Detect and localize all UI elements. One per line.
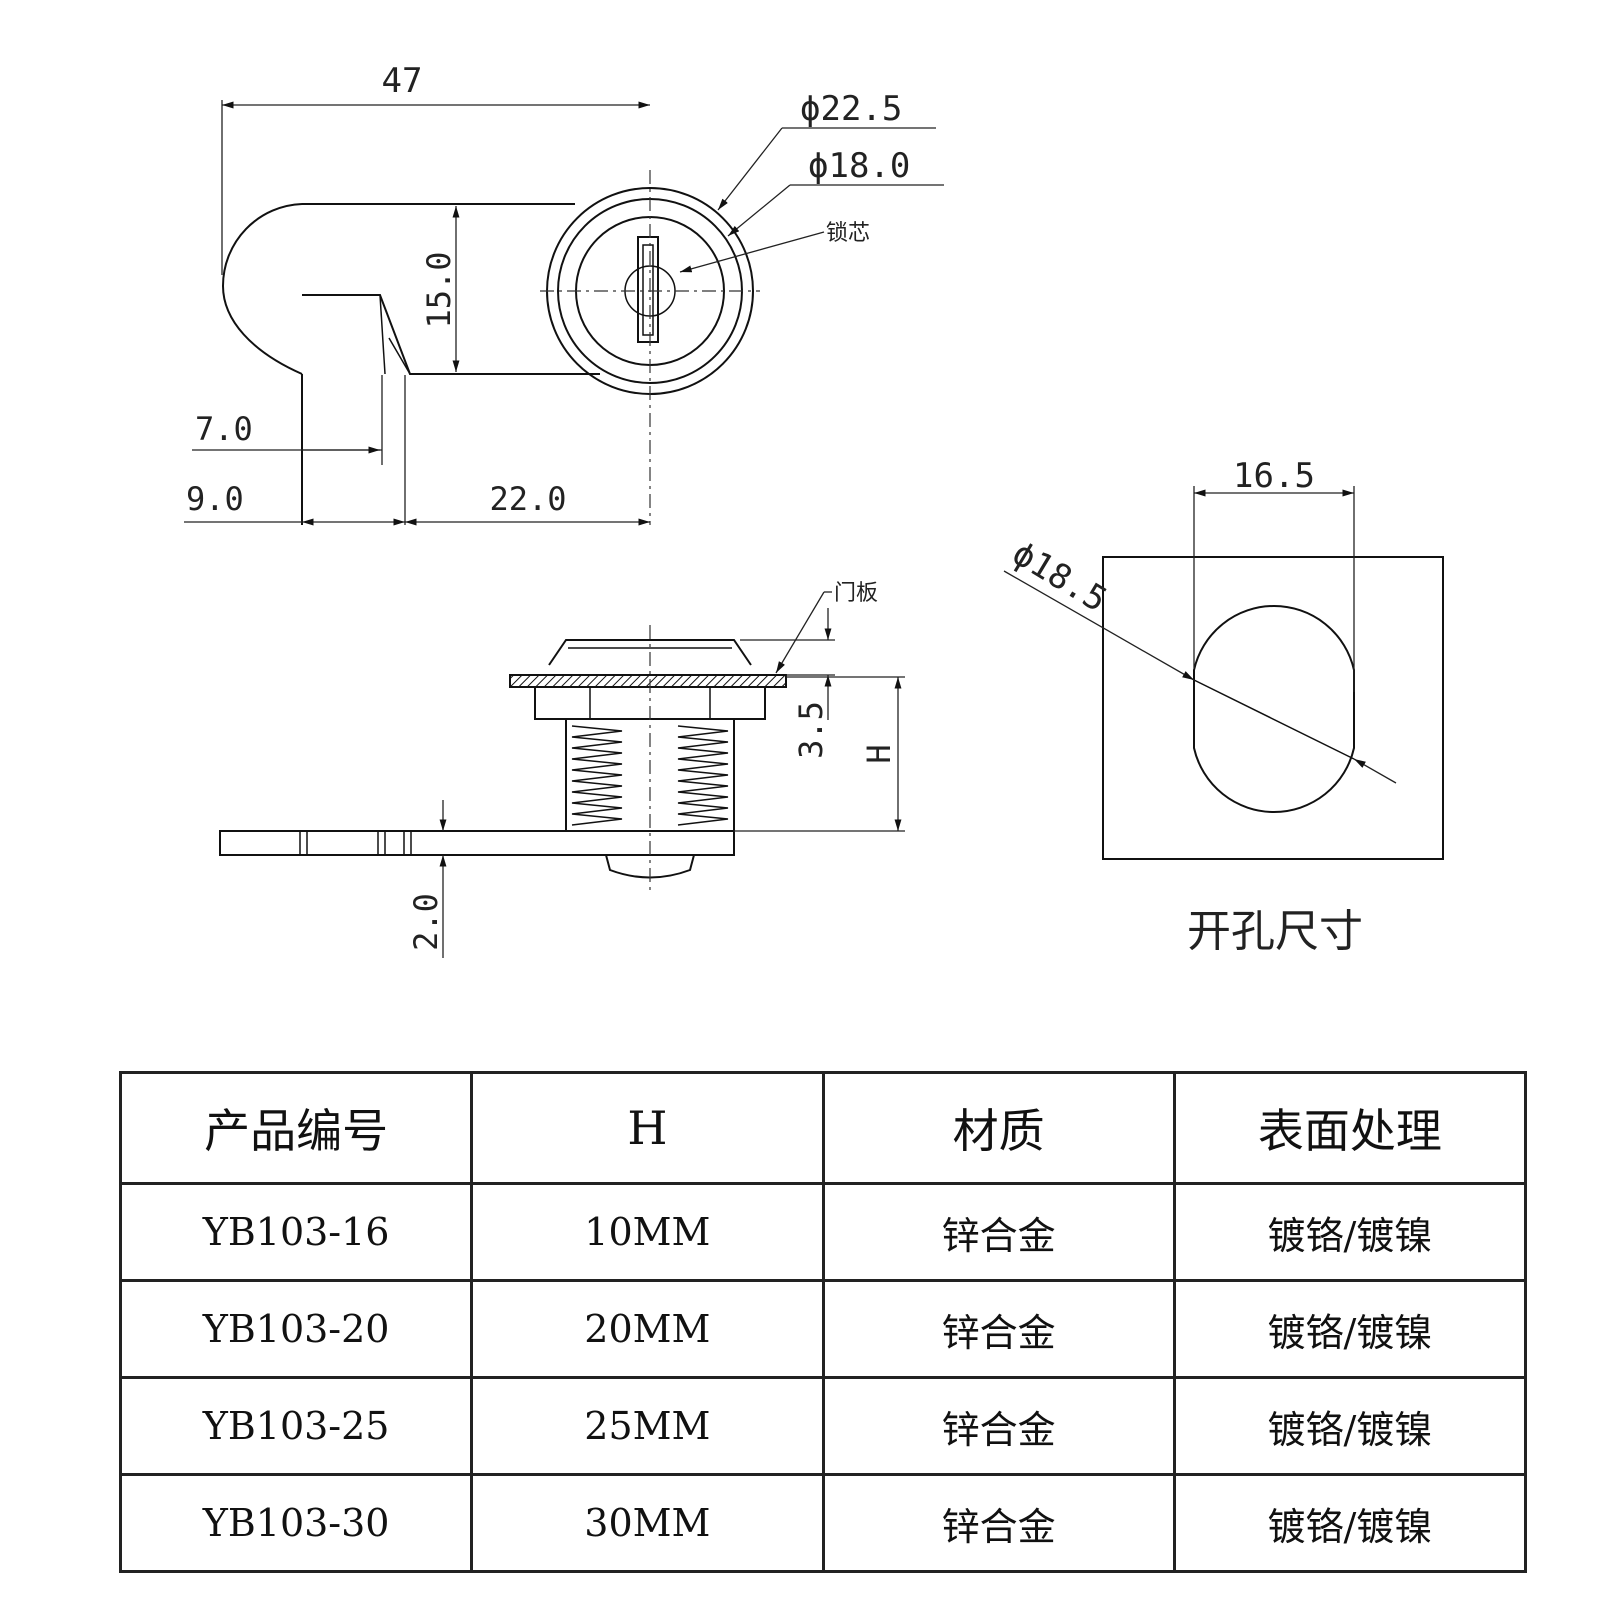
dim-right-22: 22.0: [405, 480, 650, 526]
cell-product-code: YB103-30: [118, 1473, 474, 1573]
cam-plate: [219, 830, 735, 856]
dim-h-text: H: [860, 744, 898, 763]
label-lock-core-text: 锁芯: [826, 221, 870, 246]
lock-head: [548, 639, 752, 666]
dim-left-text: 9.0: [186, 480, 244, 518]
dim-flat: 16.5: [1193, 456, 1355, 692]
header-surface-treatment: 表面处理: [1172, 1071, 1528, 1185]
dim-width-47: 47: [221, 61, 650, 275]
header-h: H: [470, 1071, 825, 1185]
table-row: YB103-16 10MM 锌合金 镀铬/镀镍: [118, 1182, 1528, 1282]
hole-cutout: [1193, 605, 1355, 813]
dim-height-15: 15.0: [420, 206, 460, 372]
label-lock-core: 锁芯: [679, 221, 870, 273]
dim-nut-text: 3.5: [792, 701, 830, 759]
dim-inner-diameter-text: ϕ18.0: [808, 146, 910, 186]
header-material: 材质: [821, 1071, 1176, 1185]
cell-h: 25MM: [470, 1376, 825, 1476]
cell-material: 锌合金: [821, 1279, 1176, 1379]
lock-cylinder-face: [540, 170, 760, 525]
dim-outer-diameter-text: ϕ22.5: [800, 89, 902, 129]
dim-flat-text: 16.5: [1233, 456, 1315, 496]
table-row: YB103-25 25MM 锌合金 镀铬/镀镍: [118, 1376, 1528, 1476]
cell-material: 锌合金: [821, 1182, 1176, 1282]
cell-surface-treatment: 镀铬/镀镍: [1172, 1473, 1528, 1573]
dim-nut-3-5: 3.5: [740, 608, 835, 759]
dim-height-text: 15.0: [420, 251, 458, 328]
cell-product-code: YB103-20: [118, 1279, 474, 1379]
cell-material: 锌合金: [821, 1473, 1176, 1573]
dim-slot-7: 7.0: [192, 375, 383, 465]
cell-material: 锌合金: [821, 1376, 1176, 1476]
cam-outline: [221, 203, 600, 525]
cell-surface-treatment: 镀铬/镀镍: [1172, 1182, 1528, 1282]
cell-product-code: YB103-25: [118, 1376, 474, 1476]
top-view: 47 ϕ22.5 ϕ18.0 锁芯 15.0 7.0: [184, 61, 944, 526]
label-door-panel: 门板: [775, 581, 878, 674]
cell-h: 30MM: [470, 1473, 825, 1573]
dim-cam-text: 2.0: [407, 893, 445, 951]
dim-left-9: 9.0: [184, 375, 406, 526]
cell-h: 20MM: [470, 1279, 825, 1379]
dim-width-text: 47: [382, 61, 423, 101]
spec-table: 产品编号 H 材质 表面处理 YB103-16 10MM 锌合金 镀铬/镀镍 Y…: [118, 1071, 1528, 1573]
technical-drawing: 47 ϕ22.5 ϕ18.0 锁芯 15.0 7.0: [184, 61, 1444, 958]
dim-hole-diameter: ϕ18.5: [1003, 533, 1397, 784]
cell-surface-treatment: 镀铬/镀镍: [1172, 1376, 1528, 1476]
side-view: 门板 3.5 H 2.0: [219, 581, 905, 958]
cell-h: 10MM: [470, 1182, 825, 1282]
dim-slot-text: 7.0: [195, 410, 253, 448]
table-header-row: 产品编号 H 材质 表面处理: [118, 1071, 1528, 1185]
door-panel: [509, 674, 787, 688]
label-door-panel-text: 门板: [834, 581, 878, 606]
cell-surface-treatment: 镀铬/镀镍: [1172, 1279, 1528, 1379]
table-row: YB103-30 30MM 锌合金 镀铬/镀镍: [118, 1473, 1528, 1573]
dim-h: H: [734, 676, 905, 832]
dim-cam-2-0: 2.0: [407, 800, 447, 958]
dim-hole-diameter-text: ϕ18.5: [1005, 533, 1113, 620]
table-row: YB103-20 20MM 锌合金 镀铬/镀镍: [118, 1279, 1528, 1379]
header-product-code: 产品编号: [118, 1071, 474, 1185]
hole-caption: 开孔尺寸: [1187, 906, 1363, 957]
dim-inner-diameter: ϕ18.0: [727, 146, 944, 237]
dim-right-text: 22.0: [489, 480, 566, 518]
hole-panel-frame: [1102, 556, 1444, 860]
hole-view: 16.5 ϕ18.5 开孔尺寸: [1003, 456, 1444, 957]
dim-outer-diameter: ϕ22.5: [717, 89, 936, 211]
cell-product-code: YB103-16: [118, 1182, 474, 1282]
